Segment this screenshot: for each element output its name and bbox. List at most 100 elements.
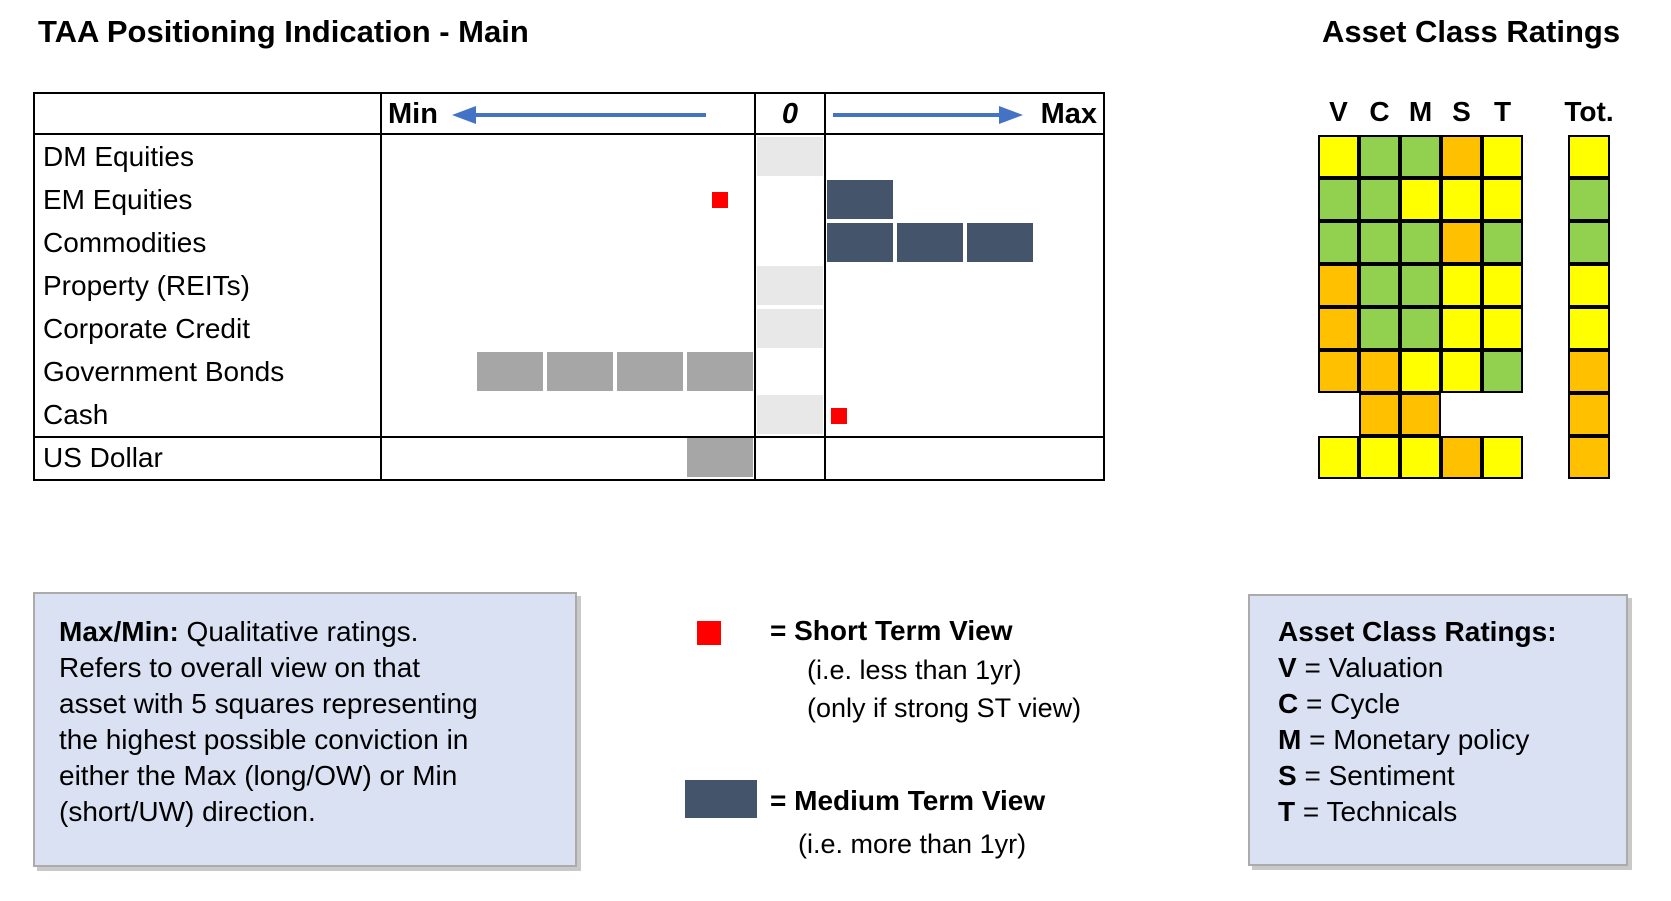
note-line: Refers to overall view on that	[59, 652, 421, 683]
note-line: Asset Class Ratings:	[1278, 614, 1626, 650]
total-column-header: Tot.	[1564, 96, 1614, 127]
rating-cell	[1359, 350, 1400, 393]
rating-cell	[1441, 178, 1482, 221]
note-line-bold: C	[1278, 688, 1299, 719]
ratings-col-header: T	[1493, 96, 1512, 127]
zero-neutral-cell	[757, 137, 823, 176]
page-title: TAA Positioning Indication - Main	[38, 14, 529, 49]
total-rating-cell	[1568, 178, 1610, 221]
zero-label: 0	[781, 98, 799, 130]
zero-header-cell: 0	[756, 94, 824, 135]
short-term-marker	[712, 192, 728, 208]
medium-term-square-underweight	[687, 438, 753, 477]
total-rating-cell	[1568, 350, 1610, 393]
medium-term-square-overweight	[827, 180, 893, 219]
asset-label: Government Bonds	[43, 356, 285, 387]
zero-neutral-cell	[757, 395, 823, 434]
ratings-key-text: Asset Class Ratings:V = Valuation C = Cyc…	[1278, 614, 1626, 830]
medium-term-square-overweight	[827, 223, 893, 262]
table-border-line	[35, 133, 1103, 135]
note-line-bold: V	[1278, 652, 1297, 683]
note-line: T = Technicals	[1278, 796, 1458, 827]
total-rating-cell	[1568, 221, 1610, 264]
rating-cell	[1441, 221, 1482, 264]
table-border-line	[824, 94, 826, 479]
zero-neutral-cell	[757, 266, 823, 305]
short-term-marker	[831, 408, 847, 424]
table-border-line	[754, 94, 756, 479]
rating-cell	[1318, 350, 1359, 393]
rating-cell	[1482, 178, 1523, 221]
note-line-bold: T	[1278, 796, 1296, 827]
rating-cell	[1318, 135, 1359, 178]
rating-cell	[1359, 178, 1400, 221]
min-direction-arrow-icon	[452, 106, 706, 124]
rating-cell	[1400, 135, 1441, 178]
asset-label: Corporate Credit	[43, 313, 250, 344]
asset-label: DM Equities	[43, 141, 194, 172]
min-header-cell: Min	[382, 94, 754, 135]
note-line: either the Max (long/OW) or Min	[59, 760, 458, 791]
medium-term-legend-sub1: (i.e. more than 1yr)	[798, 829, 1027, 859]
note-line-bold: Max/Min:	[59, 616, 179, 647]
note-line: Max/Min: Qualitative ratings.	[59, 616, 419, 647]
rating-cell	[1359, 264, 1400, 307]
rating-cell	[1318, 221, 1359, 264]
short-term-legend-sub2: (only if strong ST view)	[807, 693, 1082, 723]
asset-label: Cash	[43, 399, 109, 430]
asset-label: Property (REITs)	[43, 270, 250, 301]
medium-term-square-underweight	[477, 352, 543, 391]
note-line: the highest possible conviction in	[59, 724, 469, 755]
maxmin-note-text: Max/Min: Qualitative ratings. Refers to o…	[59, 614, 575, 830]
ratings-col-header: C	[1369, 96, 1390, 127]
note-line: (short/UW) direction.	[59, 796, 316, 827]
note-line: M = Monetary policy	[1278, 724, 1530, 755]
rating-cell	[1441, 135, 1482, 178]
total-rating-cell	[1568, 393, 1610, 436]
note-line: C = Cycle	[1278, 688, 1401, 719]
total-rating-cell	[1568, 135, 1610, 178]
medium-term-square-underweight	[617, 352, 683, 391]
max-header-cell: Max	[826, 94, 1103, 135]
rating-cell	[1441, 307, 1482, 350]
table-border-line	[380, 94, 382, 479]
rating-cell	[1318, 307, 1359, 350]
note-line-bold: S	[1278, 760, 1297, 791]
min-label: Min	[388, 98, 438, 130]
medium-term-legend-label: = Medium Term View	[770, 785, 1046, 816]
max-direction-arrow-icon	[833, 106, 1023, 124]
rating-cell	[1482, 436, 1523, 479]
ratings-col-header: V	[1329, 96, 1348, 127]
rating-cell	[1359, 436, 1400, 479]
rating-cell	[1400, 350, 1441, 393]
rating-cell	[1400, 307, 1441, 350]
note-line: asset with 5 squares representing	[59, 688, 478, 719]
max-label: Max	[1040, 98, 1097, 130]
rating-cell	[1359, 393, 1400, 436]
medium-term-square-underweight	[547, 352, 613, 391]
rating-cell	[1441, 264, 1482, 307]
rating-cell	[1400, 393, 1441, 436]
ratings-col-header: M	[1408, 96, 1433, 127]
ratings-panel-title: Asset Class Ratings	[1322, 14, 1621, 49]
rating-cell	[1482, 135, 1523, 178]
total-rating-cell	[1568, 436, 1610, 479]
note-line: V = Valuation	[1278, 652, 1444, 683]
medium-term-square-overweight	[897, 223, 963, 262]
total-rating-cell	[1568, 307, 1610, 350]
short-term-legend-label: = Short Term View	[770, 615, 1013, 646]
note-line-bold: M	[1278, 724, 1302, 755]
ratings-col-header: S	[1452, 96, 1471, 127]
rating-cell	[1359, 135, 1400, 178]
rating-cell	[1482, 307, 1523, 350]
rating-cell	[1441, 436, 1482, 479]
total-rating-cell	[1568, 264, 1610, 307]
legend: = Short Term View (i.e. less than 1yr) (…	[685, 615, 1125, 878]
rating-cell	[1482, 350, 1523, 393]
short-term-swatch-icon	[697, 621, 721, 645]
rating-cell	[1359, 221, 1400, 264]
rating-cell	[1359, 307, 1400, 350]
